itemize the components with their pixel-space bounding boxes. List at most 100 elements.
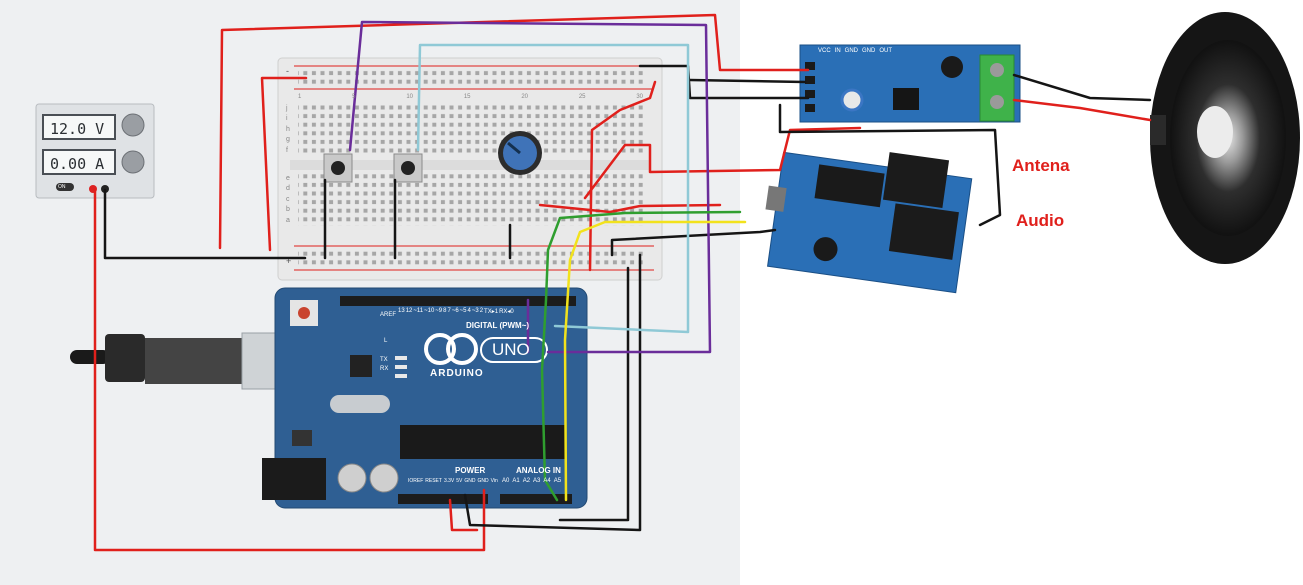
digital-pin-label: 4: [467, 308, 471, 314]
breadboard-row-label: j: [286, 105, 288, 112]
power-header-label: POWER: [455, 466, 486, 475]
amplifier-module: [799, 44, 1021, 123]
current-knob[interactable]: [121, 150, 145, 174]
breadboard-row-label: a: [286, 216, 290, 224]
svg-text:-: -: [286, 66, 289, 76]
speaker: [1123, 5, 1301, 268]
digital-pin-label: ~5: [459, 308, 467, 314]
microcontroller-chip: [400, 425, 565, 459]
wire-button2-signal: [416, 43, 690, 334]
digital-pin-label: ~6: [451, 308, 459, 314]
breadboard-row-label: e: [286, 175, 290, 182]
voltage-knob[interactable]: [121, 113, 145, 137]
wire-button1-signal: [348, 20, 712, 354]
digital-pin-label: TX▸1: [484, 309, 499, 315]
analog-pin-label: A5: [553, 478, 562, 484]
breadboard-row-label: i: [286, 115, 288, 123]
amp-pin-label: GND: [862, 48, 876, 54]
arduino-brand: ARDUINO: [430, 368, 484, 379]
power-pin-label: RESET: [425, 478, 442, 484]
antenna-annotation: Antena: [1012, 156, 1070, 175]
wire-sda: [540, 210, 742, 502]
breadboard-row-label: g: [286, 136, 290, 144]
digital-pin-label: 12: [405, 308, 413, 314]
l-led-label: L: [384, 338, 388, 344]
digital-pin-label: ~3: [471, 308, 479, 314]
potentiometer-knob[interactable]: [498, 131, 542, 175]
wire-psu-to-vin: [93, 188, 486, 552]
terminal-strip-top: [298, 104, 643, 156]
power-pin-label: GND: [477, 478, 489, 484]
breadboard-column-label: 20: [521, 94, 528, 100]
breadboard: - +: [277, 57, 663, 281]
amp-pin-label: OUT: [879, 48, 893, 54]
radio-chip: [814, 164, 885, 208]
center-channel: [290, 160, 650, 170]
wire-scl: [563, 220, 747, 502]
breadboard-column-label: 15: [463, 94, 471, 100]
power-pin-label: IOREF: [408, 478, 424, 484]
amp-pin-label: GND: [844, 48, 859, 54]
tx-label: TX: [380, 357, 388, 363]
voltage-display: 12.0 V: [42, 114, 116, 140]
power-pin-label: Vin: [490, 478, 498, 484]
power-switch[interactable]: [56, 183, 74, 191]
digital-pin-label: 13: [398, 308, 405, 314]
breadboard-row-label: b: [286, 206, 290, 214]
amp-pin-label: VCC: [818, 48, 831, 54]
fm-radio-module: [765, 151, 973, 294]
digital-pin-label: 7: [447, 308, 451, 314]
reset-button[interactable]: [298, 307, 310, 319]
digital-pin-label: 2: [479, 308, 484, 314]
digital-header-label: DIGITAL (PWM~): [466, 321, 530, 330]
analog-header-label: ANALOG IN: [516, 466, 561, 475]
push-button-2[interactable]: [393, 153, 423, 183]
svg-text:+: +: [286, 256, 291, 266]
analog-pin-label: A1: [512, 478, 520, 484]
wire-amp-in: [688, 78, 807, 84]
breadboard-row-label: c: [286, 195, 290, 203]
wire-amp-vcc: [583, 126, 862, 200]
wires: [93, 13, 1152, 552]
digital-pin-label: RX◂0: [499, 309, 514, 315]
antenna-jack: [882, 152, 950, 208]
wire-5v: [448, 498, 479, 532]
current-display: 0.00 A: [42, 149, 116, 175]
audio-jack: [888, 203, 959, 260]
power-pin-label: 5V: [456, 478, 463, 484]
analog-pin-label: A3: [533, 478, 541, 484]
digital-pin-label: 8: [443, 308, 447, 314]
wire-rail-bridge: [260, 76, 308, 252]
wire-pot-5v: [588, 80, 657, 272]
wire-radio-vcc: [538, 203, 722, 214]
amp-pin-label: IN: [834, 48, 841, 54]
breadboard-column-label: 1: [298, 94, 302, 100]
arduino-model: UNO: [492, 340, 530, 359]
digital-pin-label: ~11: [413, 308, 424, 314]
analog-header: [500, 494, 572, 504]
analog-pin-label: A2: [522, 478, 531, 484]
digital-pin-label: ~10: [424, 308, 435, 314]
wire-12v-rail: [218, 13, 810, 250]
audio-annotation: Audio: [1016, 211, 1065, 230]
analog-pin-label: A4: [543, 478, 551, 484]
wire-speaker-minus: [1012, 73, 1152, 102]
push-button-1[interactable]: [323, 153, 353, 183]
terminal-strip-bottom: [298, 174, 643, 226]
digital-pin-label: ~9: [435, 308, 443, 314]
amp-chip: [893, 88, 919, 110]
gain-trimmer[interactable]: [840, 88, 864, 112]
breadboard-column-label: 10: [406, 94, 413, 100]
aref-label: AREF: [380, 312, 397, 318]
wire-radio-gnd: [610, 228, 777, 257]
power-pin-label: GND: [464, 478, 476, 484]
wire-gnd-return: [463, 253, 642, 532]
power-pin-label: 3.3V: [443, 478, 455, 484]
wire-psu-gnd: [103, 188, 307, 260]
